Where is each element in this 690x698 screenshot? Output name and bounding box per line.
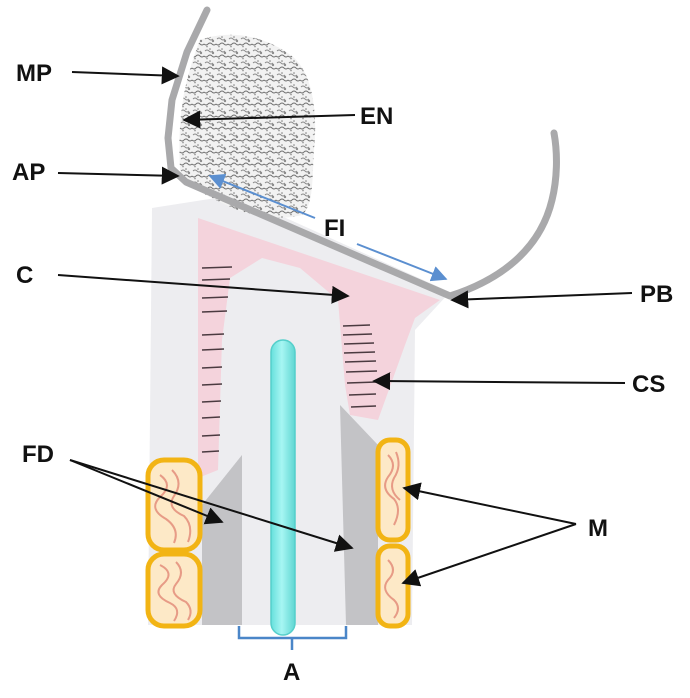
arrow-m-2	[403, 524, 576, 583]
label-cs: CS	[632, 371, 665, 398]
label-a: A	[283, 659, 300, 686]
muscle-cells-left	[148, 460, 200, 626]
label-fd: FD	[22, 441, 54, 468]
muscle-cells-right	[378, 440, 408, 626]
arrow-m-1	[404, 488, 576, 524]
label-en: EN	[360, 103, 393, 130]
central-axis-rod	[271, 340, 295, 635]
label-m: M	[588, 515, 608, 542]
label-mp: MP	[16, 60, 52, 87]
label-fi: FI	[324, 215, 345, 242]
arrow-mp	[72, 72, 178, 76]
label-pb: PB	[640, 281, 673, 308]
label-c: C	[16, 262, 33, 289]
arrow-pb	[452, 293, 632, 300]
label-ap: AP	[12, 159, 45, 186]
arrow-ap	[58, 173, 178, 176]
